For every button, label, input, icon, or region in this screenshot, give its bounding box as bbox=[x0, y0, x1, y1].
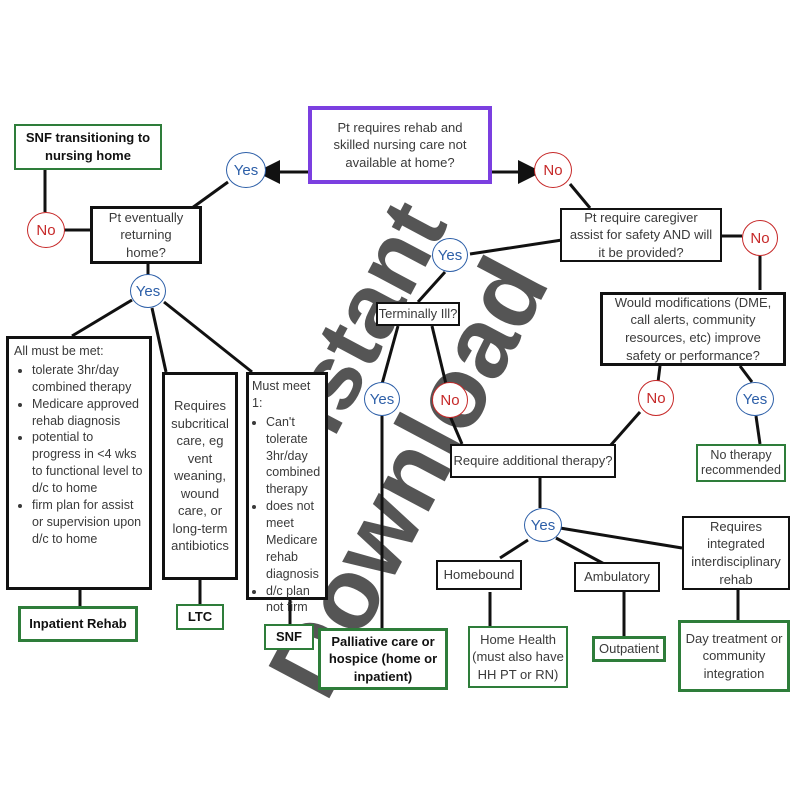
palliative-text: Palliative care or hospice (home or inpa… bbox=[328, 633, 438, 684]
criteria-item: tolerate 3hr/day combined therapy bbox=[32, 362, 144, 396]
no-circle: No bbox=[638, 380, 674, 416]
home-health-box: Home Health (must also have HH PT or RN) bbox=[468, 626, 568, 688]
additional-therapy-box: Require additional therapy? bbox=[450, 444, 616, 478]
yes-circle: Yes bbox=[524, 508, 562, 542]
criteria-item: potential to progress in <4 wks to funct… bbox=[32, 429, 144, 497]
day-treatment-text: Day treatment or community integration bbox=[685, 630, 783, 681]
all-must-be-met-box: All must be met: tolerate 3hr/day combin… bbox=[6, 336, 152, 590]
caregiver-text: Pt require caregiver assist for safety A… bbox=[569, 209, 713, 260]
criteria-item: does not meet Medicare rehab diagnosis bbox=[266, 498, 322, 582]
no-circle: No bbox=[27, 212, 65, 248]
ltc-box: LTC bbox=[176, 604, 224, 630]
outpatient-text: Outpatient bbox=[599, 641, 659, 657]
no-circle: No bbox=[742, 220, 778, 256]
snf-nursing-home-text: SNF transitioning to nursing home bbox=[25, 130, 151, 163]
terminally-ill-box: Terminally Ill? bbox=[376, 302, 460, 326]
outpatient-box: Outpatient bbox=[592, 636, 666, 662]
subcritical-text: Requires subcritical care, eg vent weani… bbox=[171, 398, 229, 554]
yes-circle: Yes bbox=[130, 274, 166, 308]
integrated-rehab-text: Requires integrated interdisciplinary re… bbox=[691, 518, 781, 587]
inpatient-rehab-text: Inpatient Rehab bbox=[29, 616, 127, 632]
criteria-item: firm plan for assist or supervision upon… bbox=[32, 497, 144, 548]
start-question-box: Pt requires rehab and skilled nursing ca… bbox=[308, 106, 492, 184]
homebound-box: Homebound bbox=[436, 560, 522, 590]
no-therapy-box: No therapy recommended bbox=[696, 444, 786, 482]
yes-circle: Yes bbox=[364, 382, 400, 416]
modifications-box: Would modifications (DME, call alerts, c… bbox=[600, 292, 786, 366]
snf-box: SNF bbox=[264, 624, 314, 650]
must-meet-one-heading: Must meet 1: bbox=[252, 379, 311, 410]
yes-circle: Yes bbox=[736, 382, 774, 416]
snf-nursing-home-box: SNF transitioning to nursing home bbox=[14, 124, 162, 170]
integrated-rehab-box: Requires integrated interdisciplinary re… bbox=[682, 516, 790, 590]
all-must-be-met-list: tolerate 3hr/day combined therapy Medica… bbox=[14, 362, 144, 548]
subcritical-box: Requires subcritical care, eg vent weani… bbox=[162, 372, 238, 580]
criteria-item: Medicare approved rehab diagnosis bbox=[32, 396, 144, 430]
must-meet-one-list: Can't tolerate 3hr/day combined therapy … bbox=[252, 414, 322, 617]
snf-text: SNF bbox=[276, 629, 302, 645]
additional-therapy-text: Require additional therapy? bbox=[453, 453, 613, 469]
criteria-item: Can't tolerate 3hr/day combined therapy bbox=[266, 414, 322, 498]
yes-circle: Yes bbox=[226, 152, 266, 188]
home-health-text: Home Health (must also have HH PT or RN) bbox=[472, 631, 564, 682]
all-must-be-met-heading: All must be met: bbox=[14, 344, 104, 358]
eventually-home-text: Pt eventually returning home? bbox=[108, 209, 184, 260]
ambulatory-text: Ambulatory bbox=[584, 569, 650, 585]
criteria-item: d/c plan not firm bbox=[266, 583, 322, 617]
no-circle: No bbox=[432, 382, 468, 418]
must-meet-one-box: Must meet 1: Can't tolerate 3hr/day comb… bbox=[246, 372, 328, 614]
eventually-home-box: Pt eventually returning home? bbox=[90, 206, 202, 264]
no-therapy-text: No therapy recommended bbox=[701, 448, 781, 477]
caregiver-box: Pt require caregiver assist for safety A… bbox=[560, 208, 722, 262]
no-circle: No bbox=[534, 152, 572, 188]
terminally-ill-text: Terminally Ill? bbox=[378, 306, 458, 322]
homebound-text: Homebound bbox=[443, 567, 515, 583]
day-treatment-box: Day treatment or community integration bbox=[678, 620, 790, 692]
inpatient-rehab-box: Inpatient Rehab bbox=[18, 606, 138, 642]
modifications-text: Would modifications (DME, call alerts, c… bbox=[614, 294, 772, 363]
ambulatory-box: Ambulatory bbox=[574, 562, 660, 592]
yes-circle: Yes bbox=[432, 238, 468, 272]
start-question-text: Pt requires rehab and skilled nursing ca… bbox=[333, 119, 467, 170]
ltc-text: LTC bbox=[187, 609, 213, 625]
palliative-box: Palliative care or hospice (home or inpa… bbox=[318, 628, 448, 690]
